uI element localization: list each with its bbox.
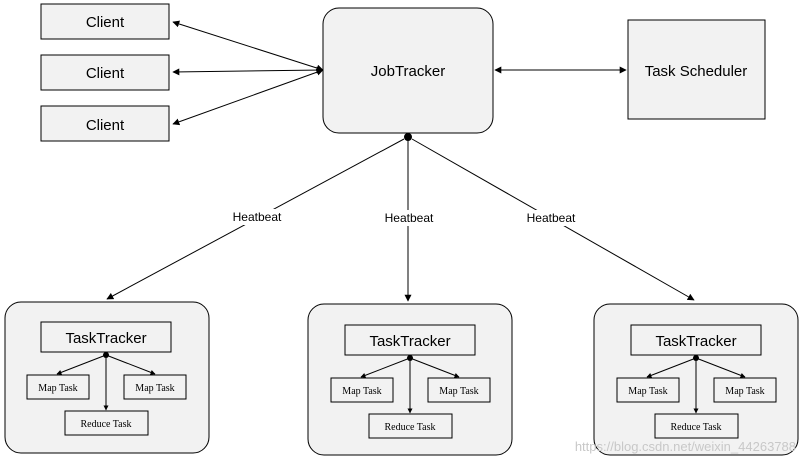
map-task-label: Map Task	[628, 386, 667, 397]
map-task-label: Map Task	[439, 386, 478, 397]
task-tracker-node-1: TaskTracker Map Task Map Task Reduce Tas…	[4, 301, 210, 454]
task-scheduler-label: Task Scheduler	[645, 63, 748, 80]
client-label: Client	[86, 14, 125, 31]
client-label: Client	[86, 65, 125, 82]
task-tracker-node-2: TaskTracker Map Task Map Task Reduce Tas…	[307, 303, 513, 456]
job-tracker-box: JobTracker	[322, 7, 494, 134]
reduce-task-box	[368, 413, 453, 439]
map-task-label: Map Task	[725, 386, 764, 397]
task-scheduler-box: Task Scheduler	[627, 19, 766, 120]
map-task-label: Map Task	[342, 386, 381, 397]
client-3-connector	[172, 68, 324, 126]
task-tracker-box	[630, 324, 762, 356]
client-box-3: Client	[40, 105, 170, 142]
reduce-task-label: Reduce Task	[384, 422, 435, 433]
client-box-1: Client	[40, 3, 170, 40]
reduce-task-box	[64, 410, 149, 436]
client-1-connector	[172, 20, 324, 72]
heartbeat-label-3: Heatbeat	[527, 211, 576, 225]
map-task-box	[713, 377, 777, 403]
task-tracker-node-3: TaskTracker Map Task Map Task Reduce Tas…	[593, 303, 799, 456]
job-tracker-anchor-dot	[404, 133, 412, 141]
map-task-box	[330, 377, 394, 403]
heartbeat-label-2: Heatbeat	[385, 211, 434, 225]
heartbeat-label-1: Heatbeat	[233, 210, 282, 224]
client-2-connector	[172, 66, 324, 76]
map-task-box	[427, 377, 491, 403]
client-label: Client	[86, 117, 125, 134]
job-tracker-label: JobTracker	[371, 63, 445, 80]
task-tracker-label: TaskTracker	[65, 330, 146, 347]
map-task-label: Map Task	[38, 383, 77, 394]
task-tracker-label: TaskTracker	[655, 333, 736, 350]
map-task-label: Map Task	[135, 383, 174, 394]
client-box-2: Client	[40, 54, 170, 91]
reduce-task-label: Reduce Task	[670, 422, 721, 433]
reduce-task-box	[654, 413, 739, 439]
watermark-text: https://blog.csdn.net/weixin_44263788	[575, 439, 796, 454]
task-tracker-label: TaskTracker	[369, 333, 450, 350]
map-task-box	[616, 377, 680, 403]
map-task-box	[123, 374, 187, 400]
task-tracker-box	[344, 324, 476, 356]
map-task-box	[26, 374, 90, 400]
reduce-task-label: Reduce Task	[80, 419, 131, 430]
